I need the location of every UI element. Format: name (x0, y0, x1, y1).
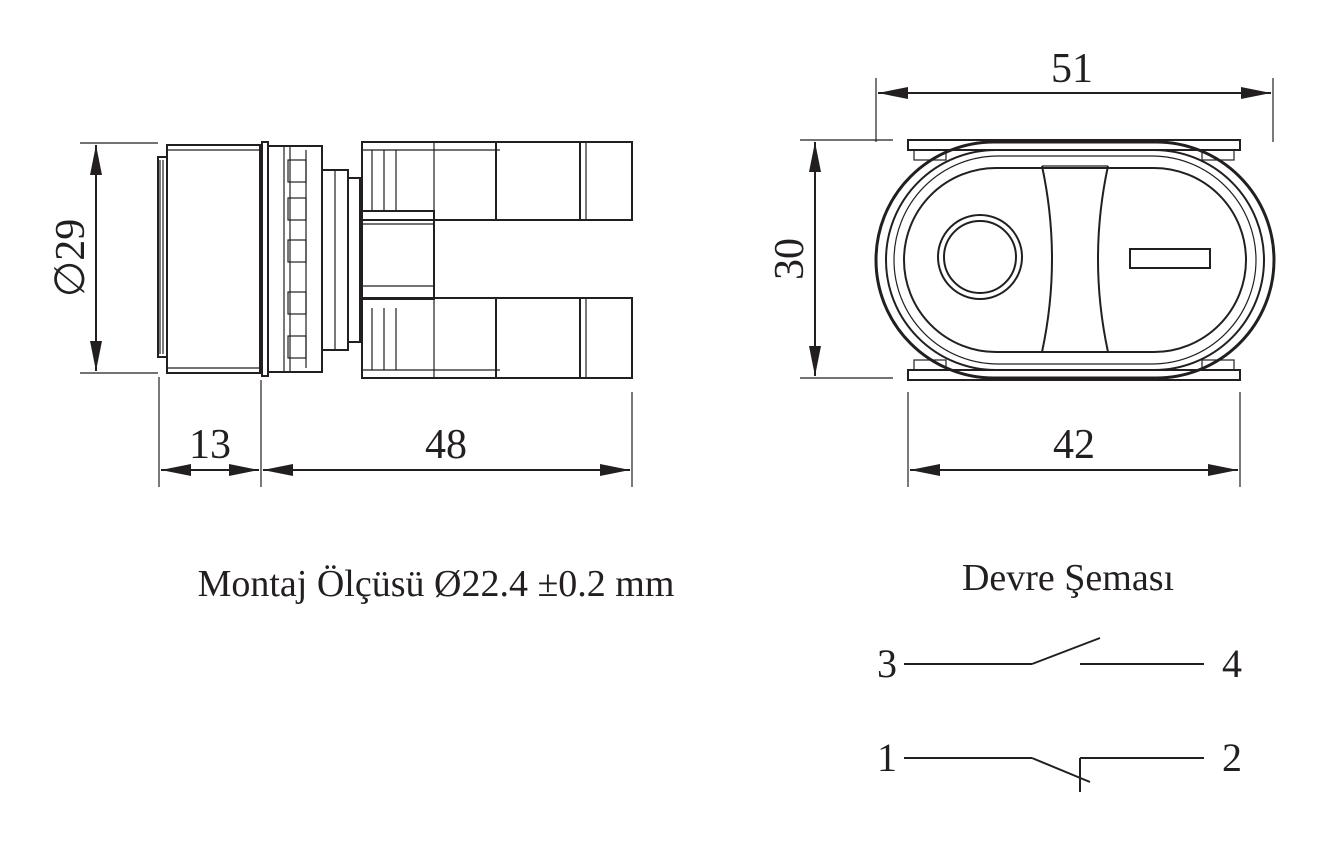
pin-3-label: 3 (877, 641, 897, 686)
pin-2-label: 2 (1222, 735, 1242, 780)
contact-block-frame (361, 142, 435, 378)
front-depth-label: 13 (189, 422, 231, 468)
diameter-dimension: ∅29 (48, 142, 158, 374)
oval-bezel (874, 140, 1276, 380)
button-separator (1041, 165, 1109, 353)
width-dimension: 51 (875, 46, 1274, 142)
body-length-label: 48 (425, 422, 467, 468)
upper-contact-element (361, 141, 633, 221)
no-contact-diagram: 3 4 (877, 637, 1242, 686)
bezel (261, 141, 323, 377)
diameter-label: ∅29 (48, 219, 94, 298)
off-symbol-bar-icon (1129, 248, 1211, 269)
mounting-caption: Montaj Ölçüsü Ø22.4 ±0.2 mm (198, 563, 675, 605)
pin-4-label: 4 (1222, 641, 1242, 686)
base-width-dimension: 42 (907, 392, 1241, 487)
mounting-nut (321, 169, 361, 351)
height-dimension: 30 (767, 139, 893, 379)
lens-ring (157, 156, 168, 358)
circuit-title: Devre Şeması (962, 557, 1174, 599)
head-body (166, 144, 261, 374)
side-view: ∅29 13 48 (48, 141, 633, 487)
on-symbol-ring-icon (937, 214, 1023, 300)
nc-contact-diagram: 1 2 (877, 735, 1242, 792)
pin-1-label: 1 (877, 735, 897, 780)
lower-contact-element (361, 297, 633, 379)
length-dimensions: 13 48 (158, 377, 633, 487)
width-label: 51 (1051, 46, 1093, 92)
front-view: 51 30 42 (767, 46, 1276, 487)
height-label: 30 (767, 238, 813, 280)
base-width-label: 42 (1053, 422, 1095, 468)
